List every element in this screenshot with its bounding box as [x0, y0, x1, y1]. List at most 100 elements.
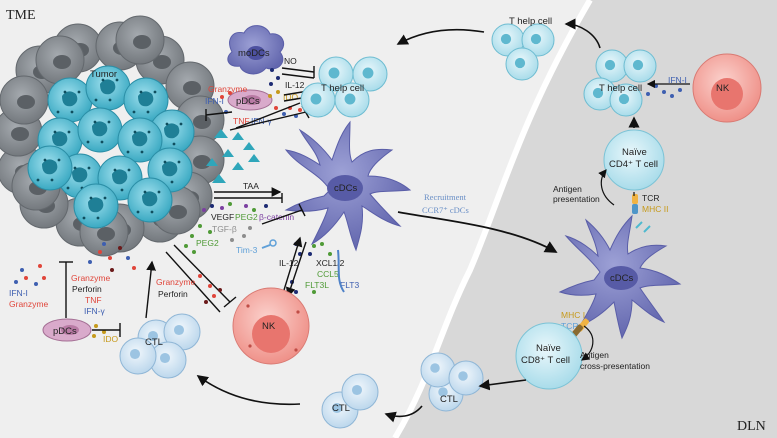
tumor-cell-granule	[63, 90, 67, 94]
modc-cell	[227, 25, 285, 75]
tumor-cell-granule	[50, 178, 54, 182]
th-right-to-top-arrow	[564, 18, 601, 49]
ccl5-label: CCL5	[317, 269, 339, 279]
tumor-cell-granule	[82, 216, 86, 220]
tumor-cell-inner-nucleus	[88, 197, 104, 213]
tumor-cell-granule	[170, 180, 174, 184]
suppressive-inhibit-line	[261, 209, 303, 225]
tumor-cell-inner-nucleus	[112, 169, 128, 185]
t-help-cell-nucleus	[592, 87, 604, 99]
tim3-receptor	[261, 239, 277, 249]
t-help-cell-mid-label: T help cell	[321, 83, 364, 94]
modcs-label: moDCs	[238, 48, 270, 59]
nk-left-label: NK	[262, 321, 276, 332]
beta-catenin-label: β-catenin	[259, 212, 294, 222]
t-help-cell-nucleus	[632, 59, 644, 71]
ctl-cell-nucleus	[458, 371, 468, 381]
tumor-cell-granule	[77, 90, 81, 94]
naive-cd4-cell	[603, 129, 665, 191]
tumor-cell-inner-nucleus	[138, 91, 154, 107]
cytokine-dots-top	[220, 68, 302, 118]
tumor-cell-granule	[89, 196, 93, 200]
tumor-cell-granule	[120, 188, 124, 192]
ctl-right-label: CTL	[440, 394, 458, 405]
t-help-cell-right-label: T help cell	[599, 83, 642, 94]
tumor-cell-granule	[113, 168, 117, 172]
naive-cd8-label-line2: CD8⁺ T cell	[521, 355, 570, 366]
ctl-cell-nucleus	[129, 348, 141, 360]
tumor-cell-granule	[56, 110, 60, 114]
pdc-bottom-cell	[42, 318, 92, 342]
no-label: NO	[284, 56, 297, 66]
cdcs-main-label: cDCs	[334, 183, 357, 194]
tumor-cell-granule	[139, 90, 143, 94]
naive-cd4-label-line2: CD4⁺ T cell	[609, 159, 658, 170]
ifn1-left-dots	[14, 264, 46, 286]
peg2-a-label: PEG2	[235, 212, 258, 222]
tumor-cell-granule	[93, 120, 97, 124]
antigen-presentation-label-line2: presentation	[553, 194, 600, 204]
tumor-cell-granule	[94, 98, 98, 102]
tcr-bottom-label: TCR	[561, 321, 578, 331]
tnf-top-label: TNF	[233, 116, 250, 126]
ctl-cell-nucleus	[351, 384, 363, 396]
ctl-cell-nucleus	[331, 402, 343, 414]
t-help-cell-nucleus	[500, 33, 512, 45]
tumor-cell-granule	[96, 216, 100, 220]
granzyme-top-label: Granzyme	[208, 84, 247, 94]
ifng-top-label: IFN-γ	[251, 116, 273, 126]
ctl-cluster-main	[119, 313, 201, 379]
tumor-cell-outer-nucleus	[133, 35, 151, 49]
tumor-cell-granule	[157, 190, 161, 194]
cdc-right-antigen-marks	[635, 221, 651, 233]
tumor-cell-granule	[147, 130, 151, 134]
tumor-cell-granule	[86, 140, 90, 144]
tumor-cell-granule	[73, 166, 77, 170]
t-help-cell-topright-label: T help cell	[509, 16, 552, 27]
tcr-top-label: TCR	[642, 193, 659, 203]
tumor-cell-granule	[150, 210, 154, 214]
t-help-cell-nucleus	[344, 93, 356, 105]
tumor-cell-outer-nucleus	[193, 115, 211, 129]
ctl-bottom-label: CTL	[332, 403, 350, 414]
t-help-cell-nucleus	[362, 67, 374, 79]
t-help-cell-nucleus	[514, 57, 526, 69]
tumor-cell-granule	[107, 120, 111, 124]
peg2-dots	[184, 224, 212, 254]
mhc2-label: MHC II	[642, 204, 668, 214]
tcr-mhc2-complex	[632, 194, 638, 214]
peg2-inhibit-bar	[223, 296, 237, 308]
ctl-secretion-dots	[88, 242, 136, 272]
suppressive-inhibit-bar	[298, 203, 306, 217]
t-help-cell-nucleus	[310, 93, 322, 105]
tumor-cell-inner-nucleus	[132, 131, 148, 147]
perforin-mid-label: Perforin	[72, 284, 102, 294]
th-top-to-mid-arrow	[396, 28, 485, 45]
vegf-label: VEGF	[211, 212, 234, 222]
xcl12-label: XCL1/2	[316, 258, 345, 268]
recruitment-label-line2: CCR7⁺ cDCs	[422, 205, 469, 215]
cdc-main-cell	[284, 120, 412, 252]
pdcs-bottom-label: pDCs	[53, 326, 77, 337]
peg2-b-label: PEG2	[196, 238, 219, 248]
tumor-cell-granule	[115, 78, 119, 82]
ctl-right-to-bottom-arrow	[384, 405, 423, 423]
tumor-cell-granule	[100, 140, 104, 144]
taa-antigens	[206, 129, 260, 183]
granzyme-nk-label: Granzyme	[156, 277, 195, 287]
pdcs-top-label: pDCs	[236, 96, 260, 107]
tumor-cell-inner-nucleus	[72, 167, 88, 183]
peg2-inhibit-line-2	[165, 251, 221, 313]
flt3-receptor	[337, 249, 345, 293]
ido-top-label: IDO	[283, 92, 299, 102]
tumor-cell-granule	[67, 130, 71, 134]
tim3-label: Tim-3	[236, 245, 258, 255]
tumor-cell-granule	[132, 110, 136, 114]
ctl-cluster-bottom	[321, 373, 379, 429]
tumor-cell-granule	[179, 122, 183, 126]
tumor-cell-outer-nucleus	[53, 55, 71, 69]
tumor-cell-granule	[165, 122, 169, 126]
region-label-dln: DLN	[737, 419, 766, 434]
tgfb-label: TGF-β	[212, 224, 237, 234]
ctl-cell-nucleus	[430, 363, 440, 373]
